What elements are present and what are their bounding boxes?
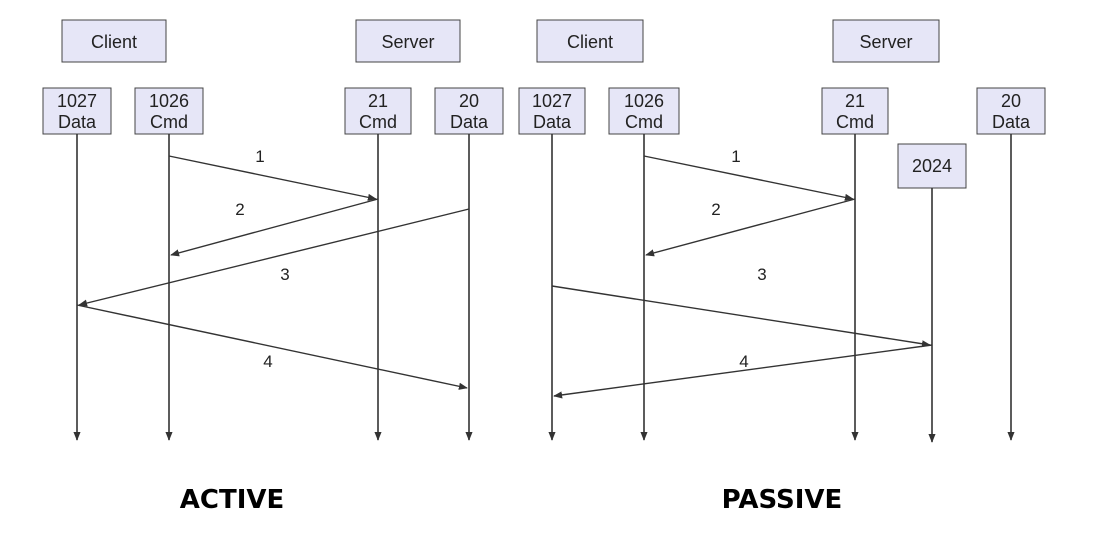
active-port-21-number: 21	[368, 91, 388, 111]
passive-message-1-label: 1	[731, 147, 740, 166]
passive-port-1026-cmd: 1026 Cmd	[608, 87, 680, 135]
active-diagram: Client Server 1027 Data 1026 Cmd 21 Cmd …	[42, 19, 504, 515]
passive-port-21-role: Cmd	[836, 112, 874, 132]
active-message-4-label: 4	[263, 352, 272, 371]
passive-message-1-arrow	[643, 155, 854, 201]
active-port-1027-data: 1027 Data	[42, 87, 112, 135]
passive-port-20-number: 20	[1001, 91, 1021, 111]
passive-port-1027-role: Data	[533, 112, 572, 132]
passive-port-2024: 2024	[897, 143, 967, 189]
active-client-header: Client	[61, 19, 167, 63]
passive-server-header: Server	[832, 19, 940, 63]
passive-message-3-arrow	[551, 285, 931, 348]
active-message-2-arrow	[170, 198, 379, 257]
passive-port-21-cmd: 21 Cmd	[821, 87, 889, 135]
active-server-header: Server	[355, 19, 461, 63]
active-port-1026-number: 1026	[149, 91, 189, 111]
active-port-21-cmd: 21 Cmd	[344, 87, 412, 135]
active-port-20-data: 20 Data	[434, 87, 504, 135]
passive-port-2024-number: 2024	[912, 156, 952, 176]
passive-port-1026-role: Cmd	[625, 112, 663, 132]
passive-client-header: Client	[536, 19, 644, 63]
active-port-1027-role: Data	[58, 112, 97, 132]
active-port-20-number: 20	[459, 91, 479, 111]
passive-port-1027-data: 1027 Data	[518, 87, 586, 135]
active-message-1-label: 1	[255, 147, 264, 166]
passive-client-header-label: Client	[567, 32, 613, 52]
passive-message-4-arrow	[553, 344, 933, 399]
active-message-3-arrow	[78, 208, 470, 307]
passive-message-2-label: 2	[711, 200, 720, 219]
active-port-20-role: Data	[450, 112, 489, 132]
passive-port-20-role: Data	[992, 112, 1031, 132]
active-port-1027-number: 1027	[57, 91, 97, 111]
passive-port-21-number: 21	[845, 91, 865, 111]
active-port-1026-cmd: 1026 Cmd	[134, 87, 204, 135]
passive-message-4-label: 4	[739, 352, 748, 371]
passive-port-1027-number: 1027	[532, 91, 572, 111]
active-port-1026-role: Cmd	[150, 112, 188, 132]
passive-port-1026-number: 1026	[624, 91, 664, 111]
passive-server-header-label: Server	[859, 32, 912, 52]
active-message-4-arrow	[76, 304, 468, 390]
passive-title: PASSIVE	[722, 485, 843, 515]
active-client-header-label: Client	[91, 32, 137, 52]
active-message-3-label: 3	[280, 265, 289, 284]
active-server-header-label: Server	[381, 32, 434, 52]
passive-diagram: Client Server 1027 Data 1026 Cmd 21 Cmd …	[518, 19, 1046, 515]
active-message-1-arrow	[168, 155, 377, 201]
active-title: ACTIVE	[180, 485, 285, 515]
active-message-2-label: 2	[235, 200, 244, 219]
active-port-21-role: Cmd	[359, 112, 397, 132]
passive-message-2-arrow	[645, 198, 856, 257]
passive-port-20-data: 20 Data	[976, 87, 1046, 135]
passive-message-3-label: 3	[757, 265, 766, 284]
